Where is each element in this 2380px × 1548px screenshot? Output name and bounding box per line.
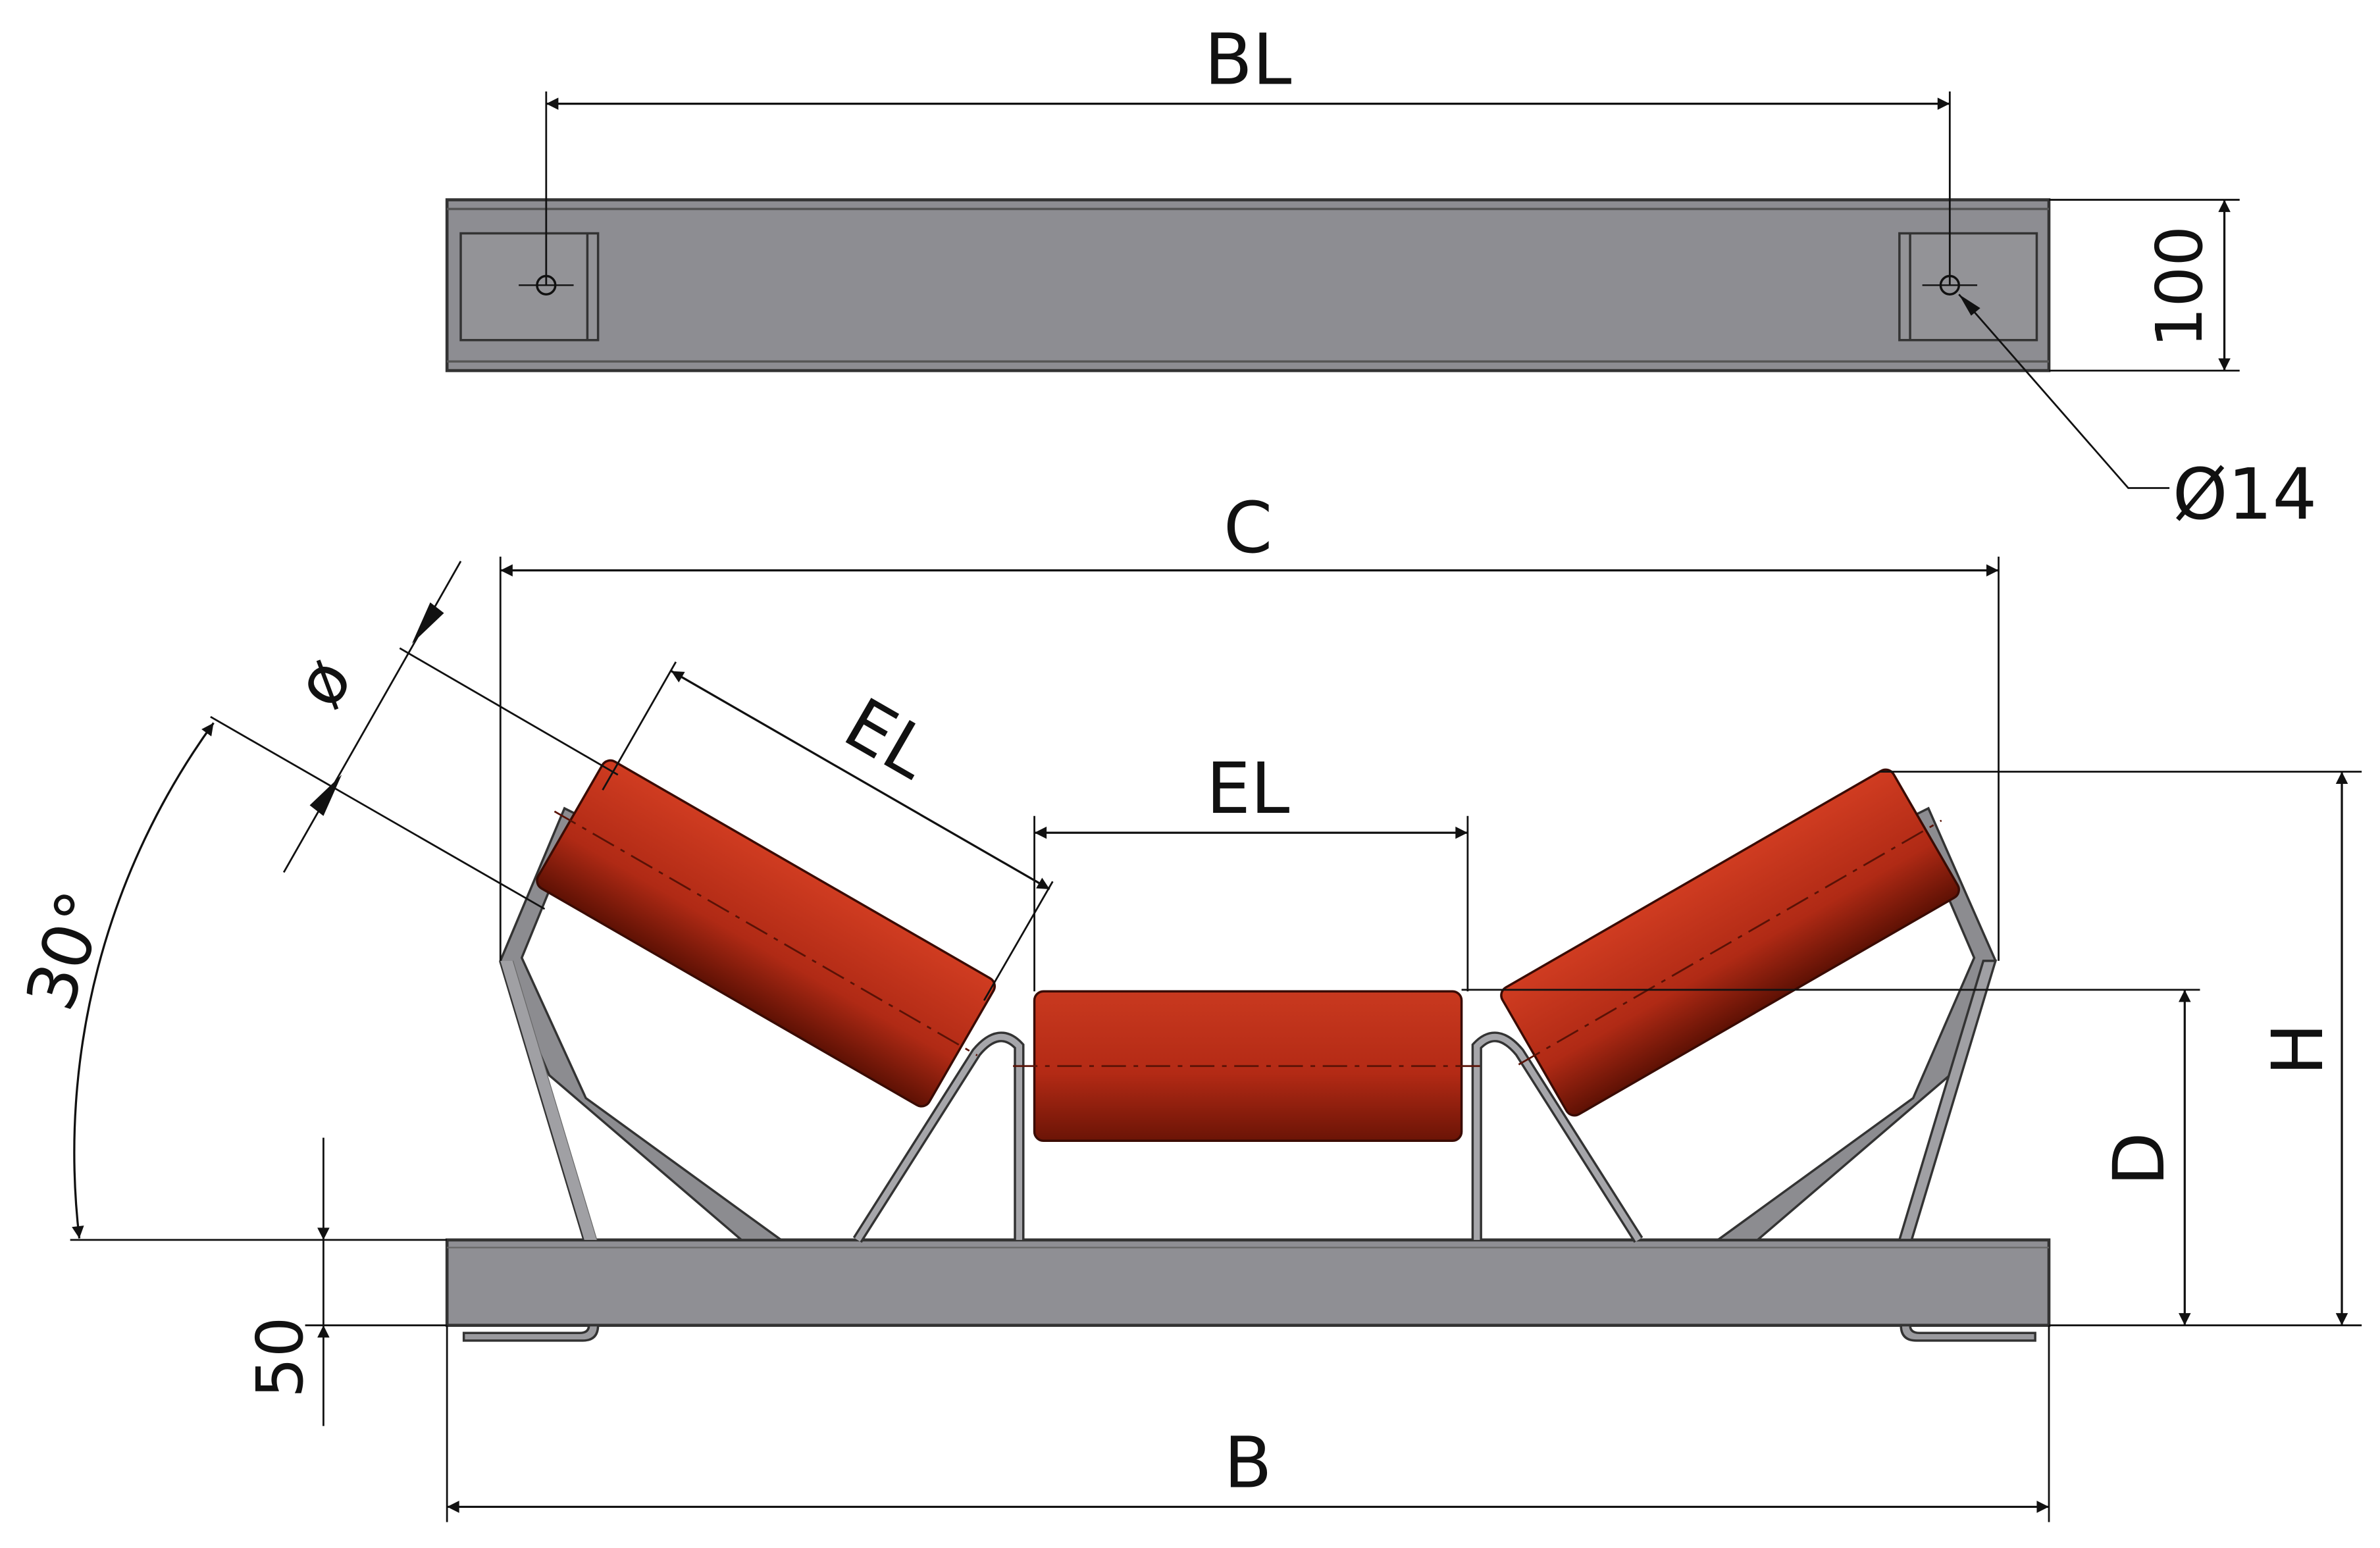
left-mounting-foot [462,1324,600,1342]
right-wing-bracket [1714,806,1997,1241]
angle-label: 30° [11,882,122,1019]
c-label: C [1224,488,1272,569]
b-label: B [1224,1422,1272,1504]
left-wing-bracket [499,806,785,1241]
hole-diameter-label: Ø14 [2173,454,2317,536]
base-channel [445,1238,2051,1328]
bl-label: BL [1204,19,1292,101]
el-center-label: EL [1206,748,1290,830]
right-mounting-foot [1900,1324,2036,1342]
top-view: BL 100 Ø14 [445,19,2317,536]
top-view-left-foot-plate [459,232,600,342]
d-label: D [2099,1132,2181,1186]
h-label: H [2258,1023,2339,1075]
top-view-base-channel [445,198,2051,373]
diameter-label: ø [280,645,368,720]
top-view-right-foot-plate [1898,232,2038,342]
el-side-label: EL [831,683,944,795]
foot-50-label: 50 [243,1316,317,1398]
hole-leader-line [1958,294,2170,489]
angle-arc [72,722,215,1239]
height-100-label: 100 [2142,226,2217,348]
el-side-dimension-line [671,670,1050,890]
front-view: C EL EL ø 30° H D 50 [11,488,2362,1522]
